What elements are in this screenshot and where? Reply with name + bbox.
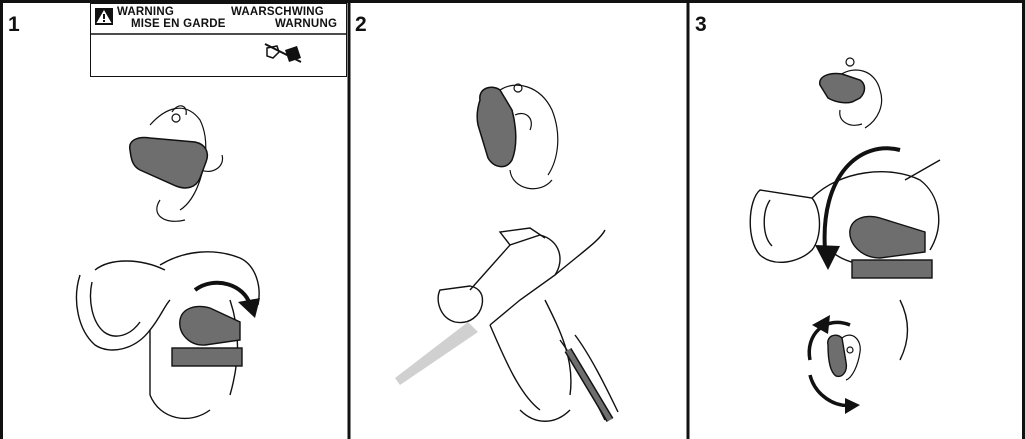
no-hand-near-tip-icon [263,42,303,64]
warning-label: WARNING WAARSCHWING MISE EN GARDE WARNUN… [90,3,347,77]
tip-guard-shape [820,73,865,102]
panel-1-illustration [76,106,260,419]
panel-number-3: 3 [695,14,707,35]
rotate-arrow-head [238,298,260,318]
panel-number-2: 2 [355,14,367,35]
tip-guard-shape [477,87,516,166]
gun-guard-shape [180,307,240,346]
spray-mist-shape [395,322,478,385]
warning-triangle-icon [95,8,113,25]
rotate-arrow-head [815,245,840,270]
panel-number-1: 1 [8,14,20,35]
warning-divider [90,33,347,35]
rotate-arrow-head [845,398,860,414]
panel-2-illustration [395,84,618,421]
gun-guard-shape [850,217,925,259]
warning-text-nl: WAARSCHWING [231,7,324,19]
tip-guard-shape [828,335,847,376]
tip-handle-shape [172,348,242,366]
tip-guard-shape [130,138,208,188]
warning-text-de: WARNUNG [275,19,337,31]
panel-3-illustration [750,58,940,414]
warning-text-fr: MISE EN GARDE [131,19,226,31]
hose-inner [568,350,610,420]
tip-handle-shape [852,260,932,278]
warning-text-en: WARNING [117,7,174,19]
